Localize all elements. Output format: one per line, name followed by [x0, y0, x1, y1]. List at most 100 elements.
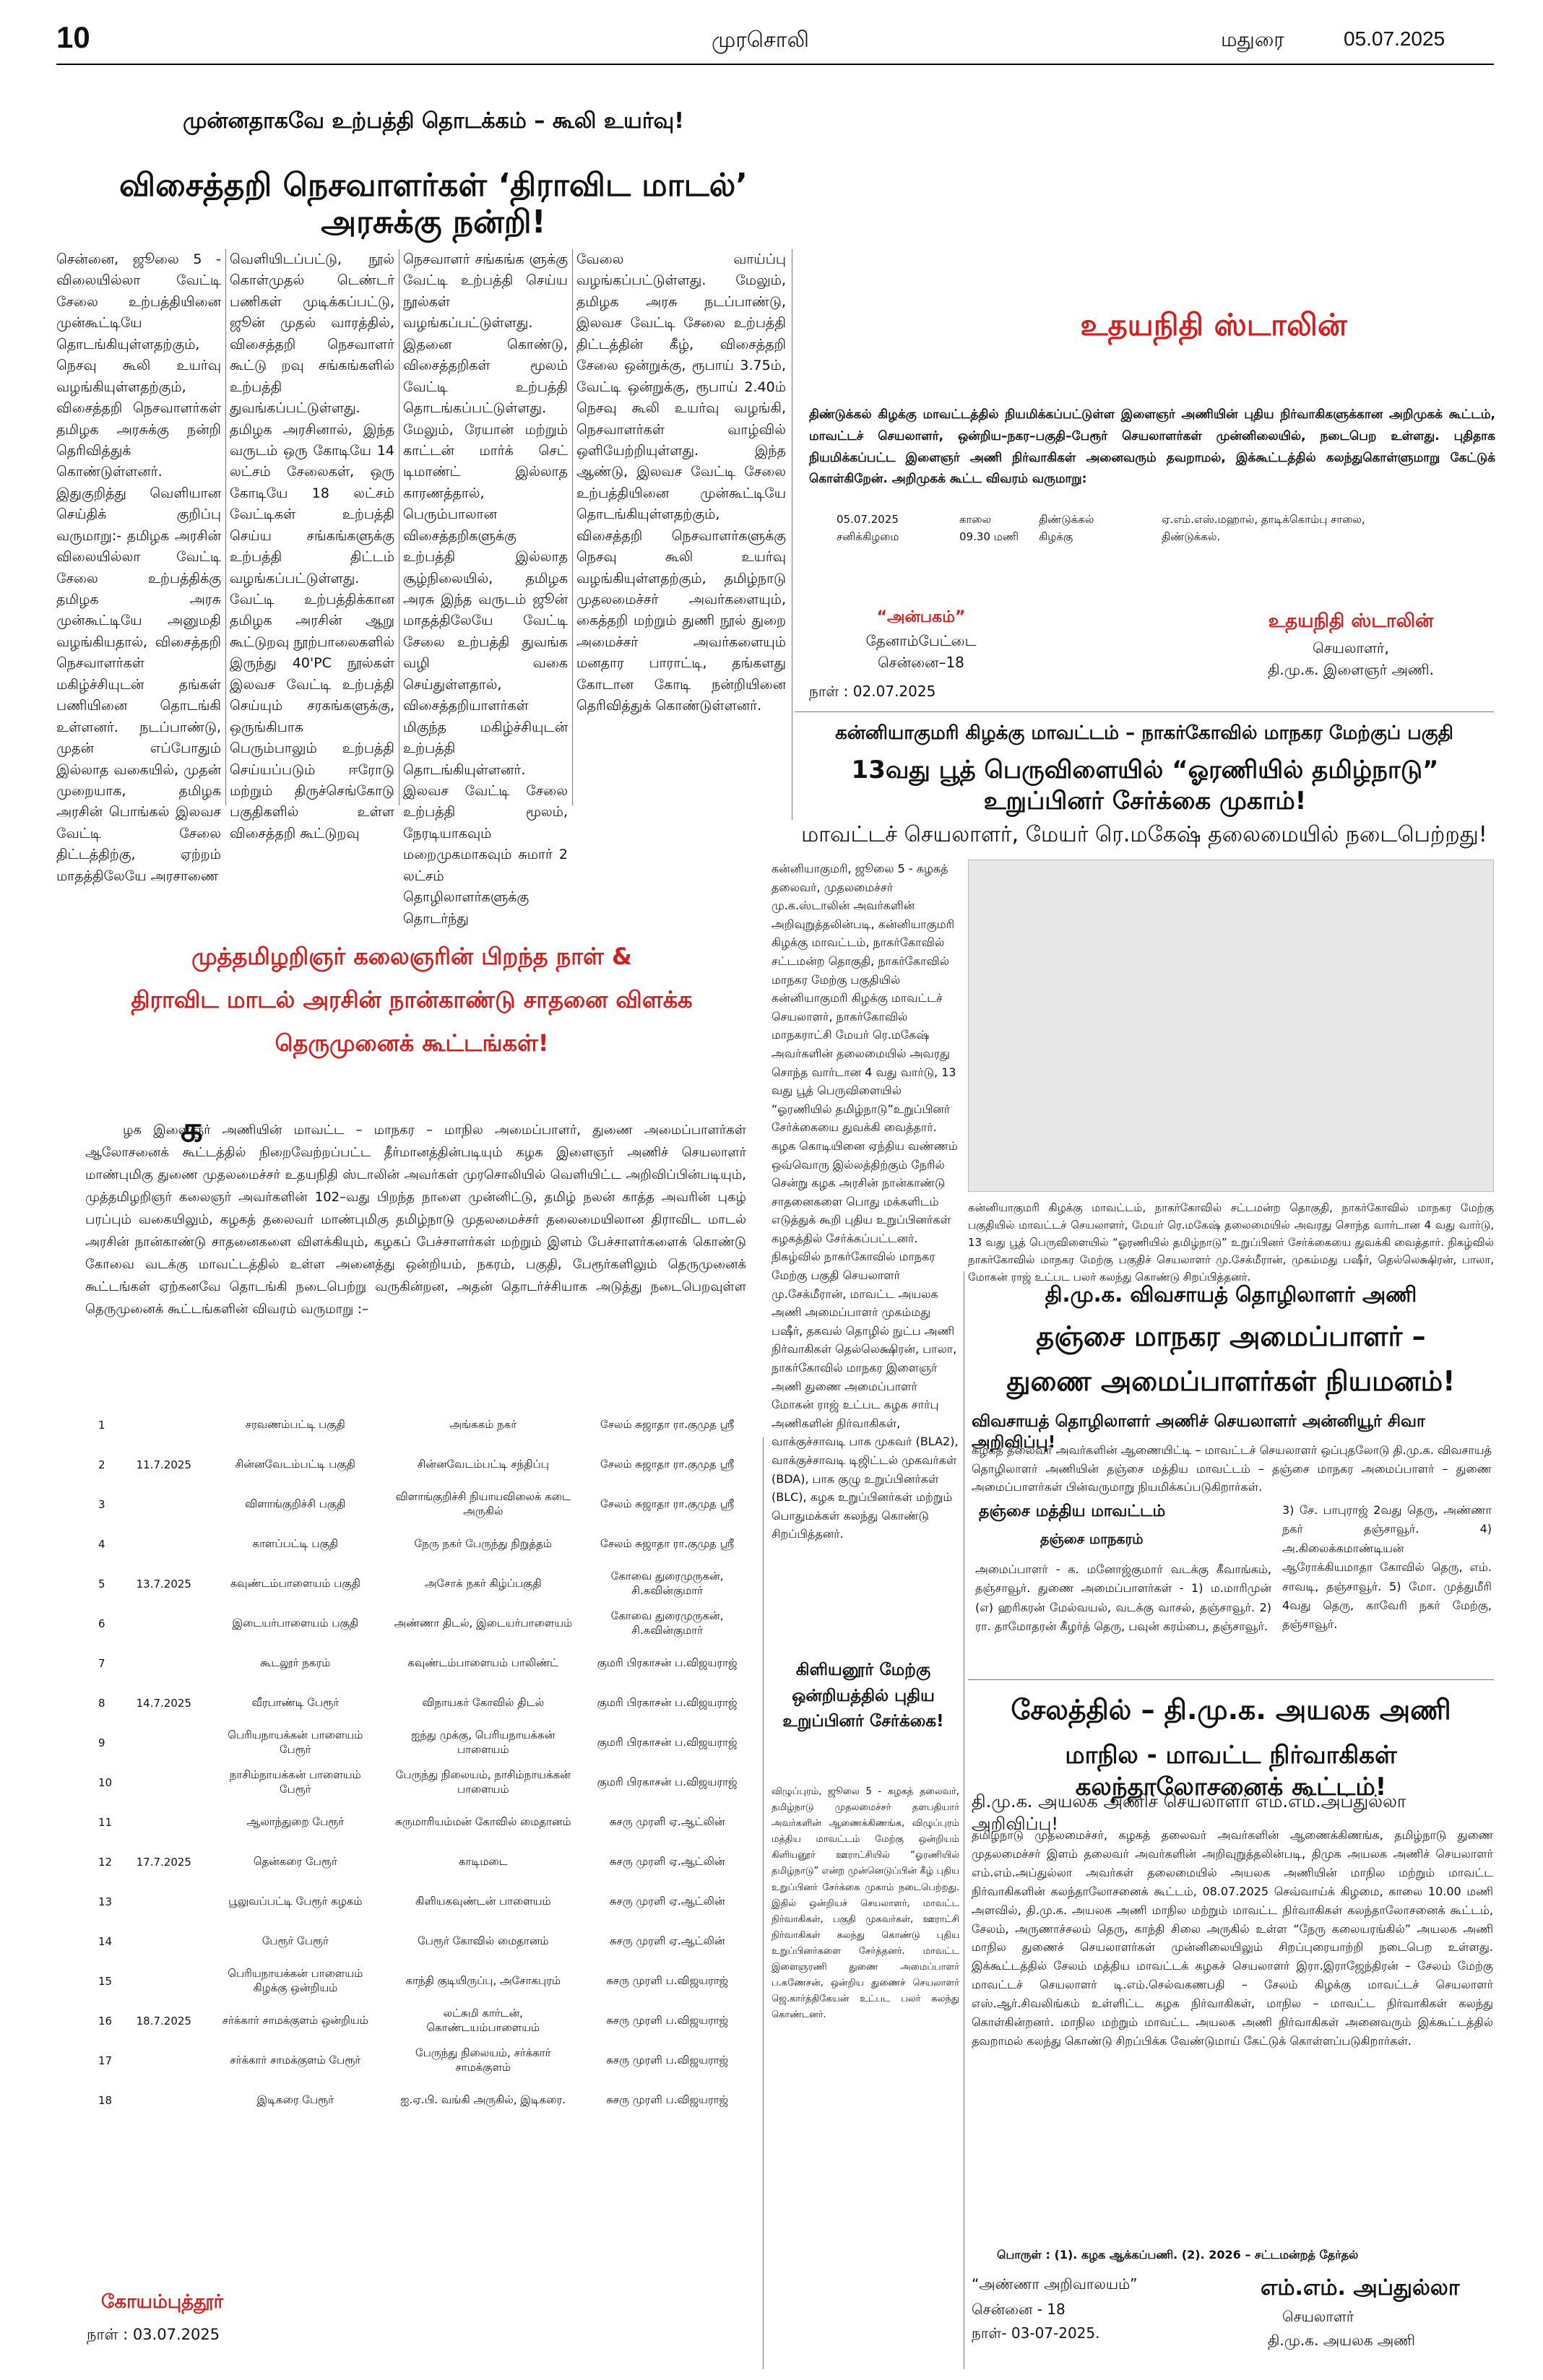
- meta-district: திண்டுக்கல்: [1039, 513, 1094, 526]
- schedule-no-cell: 9: [98, 1736, 105, 1749]
- rule-a5-bottom: [968, 1679, 1494, 1680]
- article2-kicker: கன்னியாகுமரி கிழக்கு மாவட்டம் – நாகர்கோவ…: [835, 722, 1453, 744]
- schedule-speaker-cell: கோவை துரைமுருகன், சி.கவின்குமார்: [610, 1569, 724, 1597]
- schedule-no-cell: 7: [98, 1656, 105, 1670]
- schedule-speaker-cell: சுசரு முரளி ஏ.ஆட்லின்: [609, 1854, 725, 1868]
- udhayanidhi-meta: 05.07.2025 காலை திண்டுக்கல் ஏ.எம்.எஸ்.மஹ…: [831, 511, 1452, 546]
- schedule-no-cell: 8: [98, 1696, 105, 1710]
- article1-col4: வேலை வாய்ப்பு வழங்கப்பட்டுள்ளது. மேலும்,…: [576, 251, 786, 714]
- table-row: 4 காளப்பட்டி பகுதி நேரு நகர் பேருந்து நிறு…: [56, 1524, 750, 1564]
- article5-headline-1: தஞ்சை மாநகர அமைப்பாளர் –: [1036, 1320, 1426, 1352]
- schedule-no-cell: 11: [98, 1815, 113, 1829]
- schedule-speaker-cell: சுசரு முரளி ப.விஜயராஜ்: [606, 2093, 729, 2106]
- schedule-speaker-cell: குமரி பிரகாசன் ப.விஜயராஜ்: [597, 1656, 738, 1669]
- schedule-place-cell: விளாங்குறிச்சி நியாயவிலைக் கடை அருகில்: [395, 1489, 571, 1518]
- article4-headline: கிளியனூர் மேற்கு ஒன்றியத்தில் புதிய உறுப…: [782, 1661, 944, 1731]
- schedule-no-cell: 4: [98, 1537, 105, 1551]
- article2-caption: கன்னியாகுமரி கிழக்கு மாவட்டம், நாகர்கோவி…: [968, 1201, 1494, 1284]
- schedule-no-cell: 5: [98, 1577, 105, 1591]
- schedule-area-cell: பூலுவப்பட்டி பேரூர் கழகம்: [228, 1894, 363, 1908]
- schedule-area-cell: கூடலூர் நகரம்: [260, 1656, 331, 1669]
- article2-headline: 13வது பூத் பெருவிளையில் “ஓரணியில் தமிழ்ந…: [851, 756, 1439, 815]
- schedule-no-cell: 16: [98, 2014, 113, 2028]
- schedule-no-cell: 3: [98, 1497, 105, 1511]
- schedule-area-cell: சர்க்கார் சாமக்குளம் பேரூர்: [230, 2053, 361, 2067]
- rule-mid-vertical: [763, 1437, 764, 2369]
- schedule-speaker-cell: குமரி பிரகாசன் ப.விஜயராஜ்: [597, 1735, 738, 1749]
- schedule-area-cell: இடையர்பாளையம் பகுதி: [232, 1616, 359, 1630]
- masthead-city: மதுரை: [1221, 27, 1284, 51]
- meta-venue: ஏ.எம்.எஸ்.மஹால், தாடிக்கொம்பு சாலை,: [1162, 513, 1365, 526]
- article1-headline: விசைத்தறி நெசவாளர்கள் ‘திராவிட மாடல்’ அர…: [119, 167, 748, 241]
- schedule-speaker-cell: குமரி பிரகாசன் ப.விஜயராஜ்: [597, 1775, 738, 1788]
- schedule-area-cell: கவுண்டம்பாளையம் பகுதி: [230, 1576, 360, 1590]
- schedule-place-cell: ஐந்து முக்கு, பெரியநாயக்கன் பாளையம்: [411, 1728, 556, 1756]
- article5-district: தஞ்சை மத்திய மாவட்டம்: [979, 1502, 1166, 1520]
- udhayanidhi-date: நாள் : 02.07.2025: [809, 683, 936, 700]
- meta-district2: கிழக்கு: [1039, 530, 1073, 543]
- article5-appoint-right: 3) சே. பாபுராஜ் 2வது தெரு, அண்ணா நகர் தஞ…: [1282, 1503, 1492, 1632]
- schedule-area-cell: காளப்பட்டி பகுதி: [252, 1536, 339, 1550]
- rule-a1-3: [572, 249, 573, 805]
- schedule-date-cell: 18.7.2025: [136, 2014, 191, 2028]
- schedule-date-cell: [118, 1723, 209, 1762]
- schedule-speaker-cell: சேலம் சுஜாதா ரா.குமுத ஸ்ரீ: [600, 1457, 735, 1471]
- schedule-speaker-cell: சுசரு முரளி ஏ.ஆட்லின்: [609, 1894, 725, 1908]
- article5-subhead: விவசாயத் தொழிலாளர் அணிச் செயலாளர் அன்னிய…: [972, 1412, 1426, 1452]
- schedule-date-cell: [118, 1484, 209, 1524]
- schedule-area-cell: பெரியநாயக்கன் பாளையம் கிழக்கு ஒன்றியம்: [228, 1966, 363, 1994]
- schedule-date-cell: [118, 1405, 209, 1445]
- schedule-place-cell: நேரு நகர் பேருந்து நிறுத்தம்: [414, 1536, 552, 1550]
- schedule-speaker-cell: சுசரு முரளி ஏ.ஆட்லின்: [609, 1814, 725, 1828]
- udhayanidhi-sign-org: தி.மு.க. இளைஞர் அணி.: [1268, 661, 1434, 678]
- schedule-speaker-cell: சேலம் சுஜாதா ரா.குமுத ஸ்ரீ: [600, 1536, 735, 1550]
- article3-body: ழக இளைஞர் அணியின் மாவட்ட – மாநகர – மாநில…: [85, 1122, 746, 1317]
- masthead-date: 05.07.2025: [1344, 27, 1445, 50]
- article6-venue-line1: சென்னை - 18: [972, 2301, 1066, 2318]
- udhayanidhi-body: திண்டுக்கல் கிழக்கு மாவட்டத்தில் நியமிக்…: [809, 407, 1495, 487]
- schedule-area-cell: பெரியநாயக்கன் பாளையம் பேரூர்: [228, 1728, 363, 1756]
- schedule-no-cell: 10: [98, 1775, 113, 1789]
- schedule-no-cell: 1: [98, 1418, 105, 1432]
- schedule-speaker-cell: சேலம் சுஜாதா ரா.குமுத ஸ்ரீ: [600, 1497, 735, 1510]
- article2-subhead: மாவட்டச் செயலாளர், மேயர் ரெ.மகேஷ் தலைமைய…: [801, 822, 1487, 847]
- schedule-place-cell: கிளியகவுண்டன் பாளையம்: [415, 1894, 551, 1908]
- schedule-no-cell: 15: [98, 1974, 113, 1988]
- rule-notice-bottom: [795, 711, 1494, 712]
- schedule-place-cell: பேருந்து நிலையம், நாசிம்நாயக்கன் பாளையம்: [395, 1767, 571, 1796]
- schedule-date-cell: [118, 1643, 209, 1683]
- schedule-no-cell: 18: [98, 2093, 113, 2107]
- schedule-date-cell: 13.7.2025: [136, 1577, 191, 1591]
- article3-headline-3: தெருமுனைக் கூட்டங்கள்!: [275, 1029, 549, 1057]
- table-row: 9 பெரியநாயக்கன் பாளையம் பேரூர் ஐந்து முக்க…: [56, 1723, 750, 1762]
- article5-city: தஞ்சை மாநகரம்: [1040, 1531, 1144, 1547]
- schedule-place-cell: அண்ணா திடல், இடையர்பாளையம்: [394, 1616, 573, 1630]
- schedule-area-cell: பேரூர் பேரூர்: [262, 1934, 329, 1947]
- article6-subhead: தி.மு.க. அயலக அணிச் செயலாளர் எம்.எம்.அப்…: [972, 1791, 1406, 1834]
- schedule-date-cell: [118, 1921, 209, 1961]
- schedule-area-cell: சரவணம்பட்டி பகுதி: [245, 1417, 345, 1431]
- rule-a1-1: [225, 249, 226, 805]
- article4-body: விழுப்புரம், ஜூலை 5 - கழகத் தலைவர், தமிழ…: [772, 1786, 959, 2021]
- article6-kicker: சேலத்தில் – தி.மு.க. அயலக அணி: [1011, 1694, 1451, 1726]
- article1-col2: வெளியிடப்பட்டு, நூல் கொள்முதல் டெண்டர் ப…: [230, 251, 394, 841]
- schedule-area-cell: வீரபாண்டி பேரூர்: [251, 1695, 340, 1709]
- article3-place-sign: கோயம்புத்தூர்: [101, 2291, 224, 2313]
- article6-agenda: பொருள் : (1). கழக ஆக்கப்பணி. (2). 2026 –…: [997, 2248, 1359, 2262]
- schedule-area-cell: சின்னவேடம்பட்டி பகுதி: [235, 1457, 355, 1471]
- meta-time-label: காலை: [959, 513, 992, 526]
- schedule-place-cell: ஐ.ஏ.பி. வங்கி அருகில், இடிகரை.: [400, 2093, 566, 2106]
- schedule-date-cell: 17.7.2025: [136, 1855, 191, 1869]
- schedule-speaker-cell: சேலம் சுஜாதா ரா.குமுத ஸ்ரீ: [600, 1417, 735, 1431]
- schedule-no-cell: 14: [98, 1934, 113, 1948]
- article3-headline-1: முத்தமிழறிஞர் கலைஞரின் பிறந்த நாள் &: [191, 943, 632, 970]
- meta-day: சனிக்கிழமை: [837, 530, 899, 543]
